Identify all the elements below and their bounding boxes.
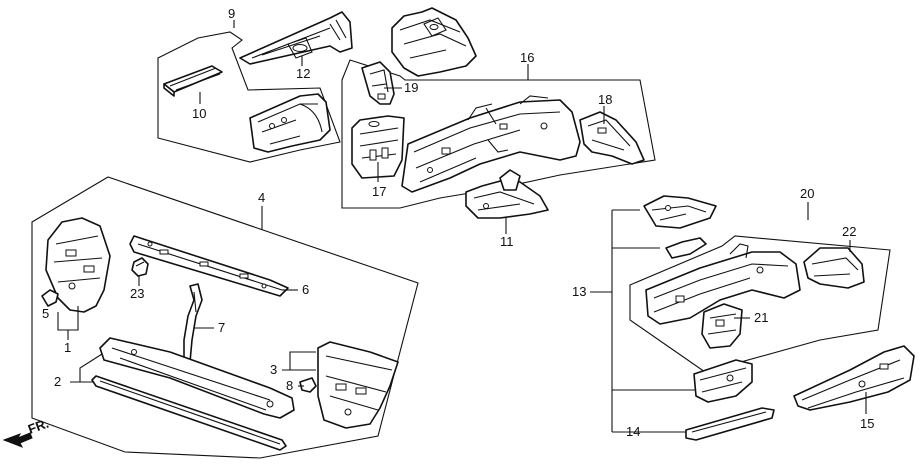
callout-14: 14	[626, 424, 640, 439]
callout-17: 17	[372, 184, 386, 199]
callout-8: 8	[286, 378, 293, 393]
part-18-bracket	[579, 111, 645, 165]
callout-22: 22	[842, 224, 856, 239]
part-13-upper-bracket	[643, 195, 717, 229]
callout-13: 13	[572, 284, 586, 299]
part-13-small-plate	[665, 237, 707, 259]
callout-12: 12	[296, 66, 310, 81]
part-21-bracket	[701, 303, 743, 349]
callout-5: 5	[42, 306, 49, 321]
part-17-bracket	[351, 115, 405, 179]
part-12-upper-rail	[239, 11, 353, 65]
callout-20: 20	[800, 186, 814, 201]
part-15-rail	[793, 345, 915, 411]
part-11-bracket	[465, 169, 549, 219]
callout-23: 23	[130, 286, 144, 301]
part-20-rear-frame	[645, 243, 801, 325]
part-23-clip	[131, 257, 149, 277]
part-13-gusset	[693, 359, 753, 403]
group-frame-20	[629, 235, 891, 373]
leader-3	[282, 351, 316, 371]
part-22-bracket	[803, 247, 865, 289]
callout-10: 10	[192, 106, 206, 121]
part-housing-under-9	[249, 93, 331, 153]
group-frame-4	[31, 176, 419, 459]
callout-16: 16	[520, 50, 534, 65]
part-7-stay	[183, 283, 203, 363]
callout-11: 11	[500, 234, 514, 249]
part-10-reinforcement-strip	[163, 65, 223, 97]
front-direction-label: FR.	[26, 416, 51, 437]
callout-4: 4	[258, 190, 265, 205]
group-frame-9	[157, 31, 341, 163]
callout-9: 9	[228, 6, 235, 21]
part-6-upper-tie-bar	[129, 235, 289, 297]
callout-2: 2	[54, 374, 61, 389]
part-19-bracket	[361, 61, 395, 105]
callout-19: 19	[404, 80, 418, 95]
group-frame-13	[611, 209, 695, 433]
callout-6: 6	[302, 282, 309, 297]
callout-15: 15	[860, 416, 874, 431]
part-8-clip	[299, 377, 317, 393]
callout-3: 3	[270, 362, 277, 377]
part-2-lower-strip	[91, 375, 287, 451]
part-top-wheelhouse	[391, 7, 477, 77]
leader-5-1	[57, 306, 79, 340]
part-16-front-side-frame	[401, 95, 581, 193]
callout-1: 1	[64, 340, 71, 355]
part-3-bulkhead-right	[317, 341, 399, 429]
callout-18: 18	[598, 92, 612, 107]
leader-2	[70, 353, 103, 383]
part-2-lower-crossmember	[99, 337, 295, 419]
callout-7: 7	[218, 320, 225, 335]
part-5-clip	[41, 289, 59, 307]
front-direction-arrow-icon: FR.	[2, 416, 51, 448]
part-14-strip	[685, 407, 775, 441]
group-frame-16	[341, 59, 656, 209]
callout-21: 21	[754, 310, 768, 325]
